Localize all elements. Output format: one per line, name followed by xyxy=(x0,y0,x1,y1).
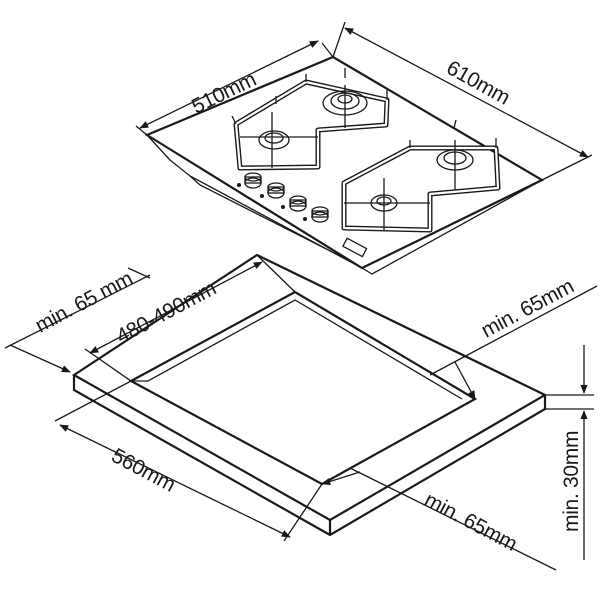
knob-1 xyxy=(244,172,262,189)
control-knobs xyxy=(237,172,329,223)
burner-front-left xyxy=(258,130,290,150)
knob-3 xyxy=(289,195,307,212)
dim-min-65-right xyxy=(429,285,598,400)
hob-front-edge xyxy=(146,134,363,269)
dim-hob-width xyxy=(135,40,334,136)
dim-hob-depth xyxy=(332,21,593,181)
label-min-30-height: min. 30mm xyxy=(560,431,583,532)
label-min-65-front: min. 65mm xyxy=(421,488,521,556)
label-hob-depth: 610mm xyxy=(443,56,514,109)
dim-cutout-width xyxy=(84,255,296,382)
dim-min-30-height xyxy=(545,345,594,560)
label-min-65-right: min. 65mm xyxy=(478,275,578,343)
label-hob-width: 510mm xyxy=(188,68,260,119)
knob-4 xyxy=(311,206,329,223)
cutout-opening xyxy=(128,290,478,486)
burner-front-right xyxy=(370,194,398,212)
knob-2 xyxy=(267,182,285,199)
hob-label-plate xyxy=(342,237,368,258)
pan-support-left xyxy=(233,79,390,171)
label-cutout-depth: 560mm xyxy=(108,444,179,496)
dim-cutout-depth xyxy=(54,380,323,542)
dim-min-65-front xyxy=(321,467,557,571)
worktop xyxy=(71,253,548,537)
